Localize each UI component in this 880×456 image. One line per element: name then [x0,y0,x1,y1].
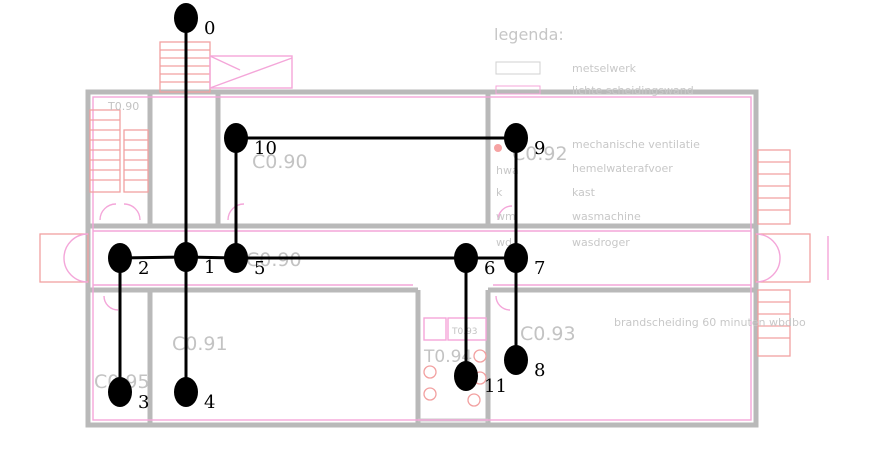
stair-left [89,109,149,193]
graph-node-label: 9 [534,138,545,159]
entrance-top [159,41,293,93]
graph-node-4 [174,377,198,407]
ventilation-symbol [494,144,502,152]
graph-node-label: 3 [138,392,149,413]
legend-item: kast [572,186,596,199]
room-label: T0.94 [423,347,472,367]
graph-node-3 [108,377,132,407]
graph-edges [118,16,518,394]
graph-node-label: 8 [534,360,545,381]
room-label: C0.91 [172,333,228,355]
graph-node-11 [454,361,478,391]
door-swing [123,203,141,221]
graph-node-6 [454,243,478,273]
graph-node-8 [504,345,528,375]
graph-node-0 [174,3,198,33]
room-label: C0.92 [512,143,568,165]
door-swing [495,295,511,311]
graph-node-label: 6 [484,258,495,279]
room-label: T0.90 [107,100,139,113]
door-swing [227,203,245,221]
graph-node-label: 1 [204,257,215,278]
legend-code: wm [496,210,516,223]
fire-separation-note: brandscheiding 60 minuten wbdbo [614,316,806,329]
legend-swatch [495,61,541,75]
room-label: T0.93 [451,327,478,337]
graph-nodes: 0 1 2 3 4 5 6 7 8 9 10 11 [108,3,545,413]
door-swing [497,205,513,221]
room-label: C0.93 [520,323,576,345]
graph-node-label: 0 [204,18,215,39]
door-swing [103,295,119,311]
legend-swatch [495,85,541,95]
legend-item: lichte scheidingswand [572,84,694,97]
graph-node-10 [224,123,248,153]
floorplan-legend: legenda: metselwerk lichte scheidingswan… [494,25,700,249]
legend-code: hwa [496,164,519,177]
graph-node-label: 11 [484,376,507,397]
legend-item: wasdroger [572,236,630,249]
legend-title: legenda: [494,25,564,44]
graph-node-7 [504,243,528,273]
graph-node-2 [108,243,132,273]
floor-plan: T0.90 C0.90 C0.92 C0.91 C0.95 C0.93 T0.9… [39,25,829,428]
graph-node-label: 2 [138,258,149,279]
door-left [39,233,89,283]
legend-item: metselwerk [572,62,637,75]
room-label: C0.90 [252,151,308,173]
graph-node-label: 4 [204,392,215,413]
legend-item: wasmachine [572,210,641,223]
door-swing [99,203,117,221]
finish-outline [92,96,752,421]
graph-node-5 [224,243,248,273]
graph-node-label: 10 [254,138,277,159]
graph-node-label: 5 [254,258,265,279]
room-label: C0.90 [246,249,302,271]
graph-node-1 [174,242,198,272]
graph-node-9 [504,123,528,153]
legend-code: wd [496,236,512,249]
legend-item: mechanische ventilatie [572,138,700,151]
legend-code: k [496,186,503,199]
legend-item: hemelwaterafvoer [572,162,673,175]
graph-node-label: 7 [534,258,545,279]
stair-right [755,149,829,357]
